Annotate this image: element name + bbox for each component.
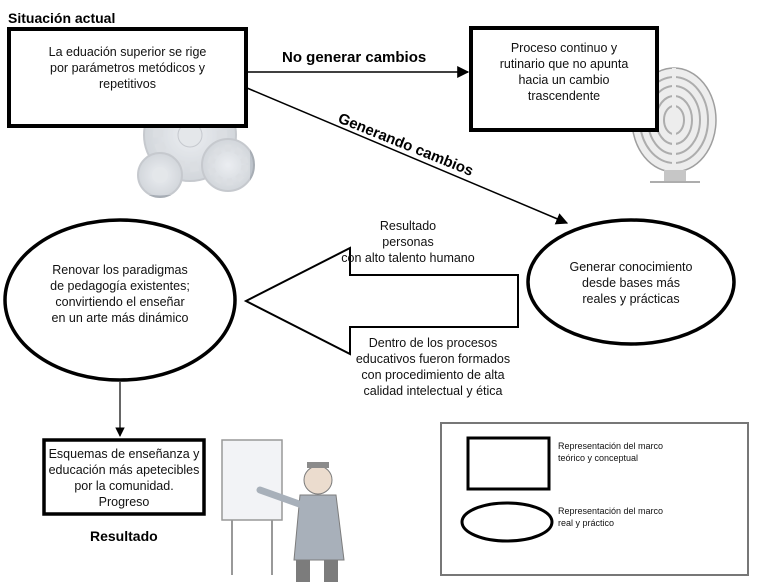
current-situation-box [7,27,248,128]
renew-paradigms-text: Renovar los paradigmas de pedagogía exis… [50,263,190,325]
schemes-text: Esquemas de enseñanza y educación más ap… [48,447,200,509]
no-changes-label: No generar cambios [282,49,427,66]
schemes-box [42,438,206,516]
knowledge-ellipse [526,218,736,346]
current-situation-label: Situación actual [8,10,116,26]
teacher-presenting-icon [221,439,345,582]
legend-rect-symbol [466,436,551,491]
knowledge-text: Generar conocimiento desde bases más rea… [569,260,693,306]
legend-ellipse-text: Representación del marco real y práctico [558,506,664,528]
current-situation-text: La eduación superior se rige por parámet… [48,45,207,91]
educational-processes-text: Dentro de los procesos educativos fueron… [355,336,511,398]
result-bottom-label: Resultado [90,528,158,544]
process-text: Proceso continuo y rutinario que no apun… [499,41,629,103]
legend-rect-text: Representación del marco teórico y conce… [558,441,664,463]
process-box [469,26,659,132]
result-people-text: Resultado personas con alto talento huma… [341,219,475,265]
legend [440,422,749,576]
result-big-arrow [243,246,519,356]
generating-changes-arrow [246,87,569,225]
legend-ellipse-symbol [460,501,554,543]
renew-paradigms-ellipse [3,218,237,382]
